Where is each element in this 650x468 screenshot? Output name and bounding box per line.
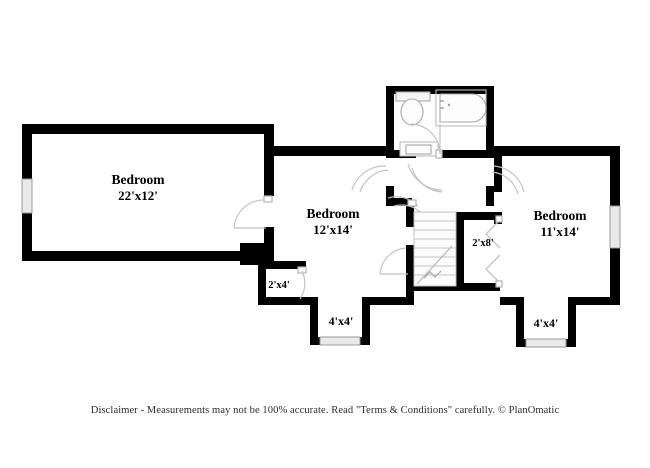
- wall-left-closet-jog: [240, 243, 274, 265]
- wall-left-bedroom-top: [22, 124, 274, 134]
- bathtub-icon: [439, 93, 487, 123]
- door-closet-stairs-bifold-top: [485, 219, 501, 249]
- wall-alcove-right-right: [568, 297, 576, 347]
- room-labels-group: Bedroom 22'x12' Bedroom 12'x14' Bedroom …: [112, 172, 588, 239]
- alcove-label-center: 4'x4': [329, 314, 354, 328]
- staircase-group: [413, 211, 457, 287]
- window-left-exterior: [21, 178, 33, 214]
- stair-direction-break: [423, 270, 442, 279]
- wall-closet-left-top: [258, 261, 306, 269]
- bathtub-drain-icon: [447, 103, 451, 107]
- alcove-label-right: 4'x4': [534, 316, 559, 330]
- door-closet-stairs-jamb-bottom: [495, 280, 503, 288]
- wall-bath-right: [486, 86, 494, 156]
- door-hall-left-arc-2: [359, 169, 389, 193]
- closet-label-stairs: 2'x8': [472, 238, 494, 249]
- wall-stair-bottom: [414, 283, 464, 291]
- wall-bath-left: [386, 86, 394, 158]
- room-label-bedroom-right-dims: 11'x14': [540, 224, 579, 239]
- bathroom-fixtures-group: [395, 89, 487, 157]
- door-hall-right-arc-2: [491, 171, 519, 195]
- wall-bath-bottom-right: [440, 150, 494, 158]
- doors-group: [233, 123, 525, 300]
- wall-hall-left-stub: [386, 186, 394, 206]
- wall-center-bedroom-right-upper: [406, 203, 414, 227]
- window-right-exterior: [609, 205, 621, 249]
- door-left-bedroom-jamb: [263, 195, 273, 203]
- wall-closet-stairs-bottom: [464, 283, 500, 291]
- wall-center-bedroom-top: [264, 146, 392, 156]
- wall-center-bedroom-bottom-left: [298, 297, 318, 305]
- wall-left-exterior-upper: [22, 124, 32, 179]
- room-label-bedroom-center-name: Bedroom: [307, 206, 361, 221]
- wall-alcove-right-left: [516, 297, 524, 345]
- window-alcove-right: [525, 338, 567, 348]
- wall-right-bedroom-top: [494, 146, 620, 156]
- door-closet-left-jamb: [297, 266, 307, 274]
- wall-right-bedroom-bottom-left: [500, 297, 516, 305]
- toilet-bowl-icon: [400, 98, 424, 126]
- wall-alcove-right-bottom-left: [516, 339, 528, 347]
- wall-left-exterior-lower: [22, 213, 32, 261]
- door-hall-right-arc: [493, 165, 525, 193]
- wall-closet-left-left: [258, 261, 266, 305]
- door-center-bedroom-arc: [379, 247, 407, 275]
- wall-center-bedroom-bottom-right: [362, 297, 414, 305]
- closet-label-left: 2'x4': [268, 280, 290, 291]
- stair-treads: [414, 220, 456, 276]
- wall-closet-left-right-stub: [298, 261, 306, 271]
- door-hall-center-arc-2: [411, 167, 443, 193]
- room-label-bedroom-right-name: Bedroom: [534, 208, 588, 223]
- door-left-bedroom-arc: [233, 199, 265, 229]
- closet-labels-group: 2'x4' 2'x8' 4'x4' 4'x4': [268, 238, 558, 330]
- room-label-bedroom-left-dims: 22'x12': [118, 188, 158, 203]
- wall-right-exterior-upper: [610, 146, 620, 206]
- bathtub-outline-icon: [435, 89, 487, 127]
- stair-direction-arrow: [416, 245, 453, 285]
- wall-left-bedroom-bottom: [22, 251, 254, 261]
- wall-right-bedroom-bottom-right: [568, 297, 620, 305]
- door-closet-stairs-bifold-bottom: [485, 254, 501, 284]
- wall-closet-left-bottom: [258, 297, 306, 305]
- sink-basin-icon: [405, 144, 432, 155]
- door-stair-jamb: [407, 199, 417, 207]
- wall-alcove-center-bottom-left: [310, 337, 322, 345]
- wall-alcove-center-right: [362, 297, 370, 345]
- wall-left-bedroom-right-lower: [264, 227, 274, 251]
- wall-stair-shaft-right: [456, 212, 464, 248]
- door-bathroom-jamb: [435, 149, 443, 159]
- windows-group: [21, 178, 621, 348]
- wall-right-bedroom-left-upper: [494, 146, 502, 192]
- door-closet-left-arc: [299, 270, 306, 300]
- wall-alcove-center-left: [310, 297, 318, 345]
- room-label-bedroom-center-dims: 12'x14': [313, 222, 353, 237]
- wall-left-bedroom-right-upper: [264, 124, 274, 196]
- disclaimer-text: Disclaimer - Measurements may not be 100…: [90, 405, 560, 416]
- wall-right-exterior-lower: [610, 248, 620, 305]
- door-hall-left-arc: [351, 165, 387, 191]
- wall-hall-right-stub: [486, 186, 494, 206]
- room-label-bedroom-left-name: Bedroom: [112, 172, 166, 187]
- wall-hall-bottom-left: [386, 198, 412, 206]
- window-alcove-center: [319, 336, 361, 346]
- wall-closet-stairs-top: [464, 212, 500, 220]
- door-closet-stairs-jamb-top: [495, 215, 503, 223]
